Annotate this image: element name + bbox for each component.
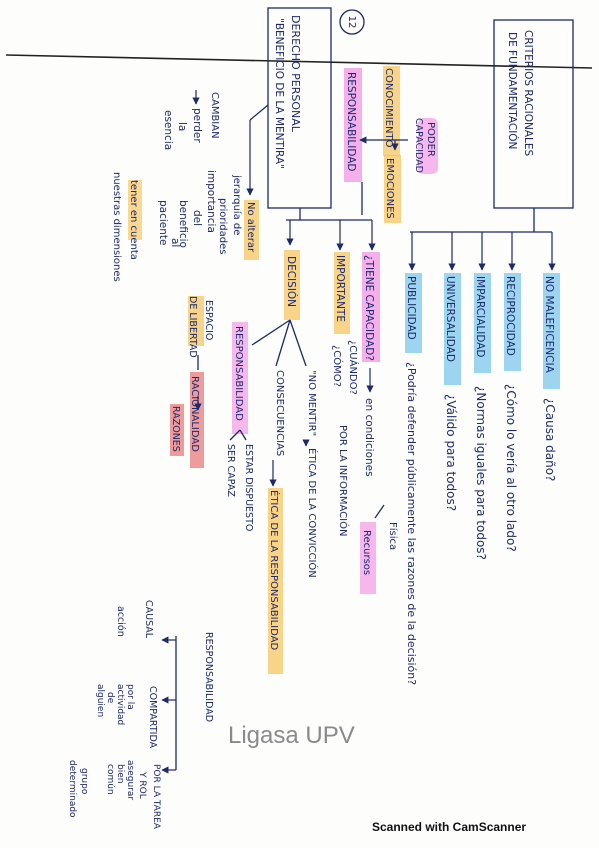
criterion-imparcialidad: IMPARCIALIDAD ¿Normas iguales para todos… (474, 273, 491, 560)
svg-text:CONSECUENCIAS: CONSECUENCIAS (274, 370, 285, 456)
svg-text:RESPONSABILIDAD: RESPONSABILIDAD (345, 72, 357, 172)
svg-text:nuestras dimensiones: nuestras dimensiones (111, 172, 122, 282)
svg-text:IMPARCIALIDAD: IMPARCIALIDAD (474, 276, 486, 358)
svg-text:DE FUNDAMENTACIÓN: DE FUNDAMENTACIÓN (506, 32, 519, 149)
svg-text:esencia: esencia (162, 110, 174, 150)
svg-text:Recursos: Recursos (361, 530, 372, 575)
svg-text:POR LA INFORMACIÓN: POR LA INFORMACIÓN (337, 425, 350, 536)
svg-text:¿Cómo lo vería al otro lado?: ¿Cómo lo vería al otro lado? (504, 384, 518, 552)
svg-text:alguien: alguien (95, 684, 105, 717)
svg-text:RAZONES: RAZONES (170, 406, 181, 452)
svg-text:¿Causa daño?: ¿Causa daño? (543, 398, 557, 481)
svg-text:beneficio: beneficio (177, 200, 189, 248)
svg-text:por la: por la (125, 684, 135, 710)
svg-text:"NO MENTIR": "NO MENTIR" (306, 370, 317, 436)
responsabilidad-tree: RESPONSABILIDAD CAUSAL acción COMPARTIDA… (67, 600, 214, 830)
svg-text:CAUSAL: CAUSAL (143, 600, 154, 639)
svg-text:¿Podría defender públicamente: ¿Podría defender públicamente las razone… (405, 362, 418, 685)
svg-text:grupo: grupo (79, 768, 89, 795)
svg-text:RESPONSABILIDAD: RESPONSABILIDAD (233, 326, 244, 421)
criteria-box: CRITERIOS RACIONALES DE FUNDAMENTACIÓN (493, 19, 574, 209)
svg-text:común: común (105, 764, 115, 795)
svg-text:PODER: PODER (425, 122, 436, 157)
svg-text:PUBLICIDAD: PUBLICIDAD (405, 276, 417, 340)
svg-text:IMPORTANTE: IMPORTANTE (334, 255, 346, 322)
svg-text:RECIPROCIDAD: RECIPROCIDAD (504, 276, 516, 356)
left-branch: No alterar jerarquía de prioridades perd… (111, 92, 259, 282)
svg-text:DERECHO PERSONAL: DERECHO PERSONAL (289, 15, 302, 133)
svg-text:¿Válido para todos?: ¿Válido para todos? (444, 394, 458, 511)
svg-text:asegurar: asegurar (125, 760, 135, 800)
svg-text:Física: Física (387, 522, 399, 550)
svg-text:¿CUÁNDO?: ¿CUÁNDO? (347, 340, 360, 395)
svg-text:de: de (105, 692, 115, 704)
svg-text:acción: acción (115, 606, 126, 637)
svg-text:ESPACIO: ESPACIO (203, 300, 214, 340)
criterion-publicidad: PUBLICIDAD ¿Podría defender públicamente… (405, 273, 422, 685)
scanner-note: Scanned with CamScanner (372, 820, 527, 834)
svg-text:bien: bien (115, 764, 125, 783)
svg-text:importancia: importancia (205, 170, 217, 233)
svg-text:EMOCIONES: EMOCIONES (384, 158, 395, 219)
svg-text:COMPARTIDA: COMPARTIDA (147, 686, 158, 749)
svg-text:jerarquía de: jerarquía de (231, 174, 243, 235)
svg-text:CRITERIOS RACIONALES: CRITERIOS RACIONALES (522, 30, 534, 157)
svg-text:¿CÓMO?: ¿CÓMO? (331, 345, 344, 387)
svg-text:RACIONALIDAD: RACIONALIDAD (189, 376, 200, 452)
watermark: Ligasa UPV (228, 722, 355, 749)
svg-text:"BENEFICIO DE LA MENTIRA": "BENEFICIO DE LA MENTIRA" (273, 18, 285, 169)
svg-text:12: 12 (346, 16, 357, 29)
svg-text:DE LIBERTAD: DE LIBERTAD (187, 296, 198, 358)
svg-text:al: al (169, 238, 181, 247)
svg-text:Y ROL: Y ROL (137, 771, 147, 799)
svg-text:NO MALEFICENCIA: NO MALEFICENCIA (543, 276, 555, 374)
svg-text:paciente: paciente (157, 200, 169, 245)
svg-text:ÉTICA DE LA RESPONSABILIDAD: ÉTICA DE LA RESPONSABILIDAD (268, 490, 281, 650)
title-box: DERECHO PERSONAL "BENEFICIO DE LA MENTIR… (267, 7, 332, 209)
criterion-universalidad: UNIVERSALIDAD ¿Válido para todos? (444, 273, 461, 511)
svg-text:del: del (191, 210, 203, 226)
tiene-capacidad: ¿TIENE CAPACIDAD? en condiciones Física … (360, 252, 399, 594)
svg-text:CAPACIDAD: CAPACIDAD (413, 118, 424, 173)
svg-text:No alterar: No alterar (245, 202, 256, 253)
svg-text:¿Normas iguales para todos?: ¿Normas iguales para todos? (474, 386, 488, 560)
criterion-no-maleficencia: NO MALEFICENCIA ¿Causa daño? (543, 273, 560, 481)
svg-text:CONOCIMIENTO: CONOCIMIENTO (383, 68, 394, 148)
svg-text:POR LA TAREA: POR LA TAREA (151, 764, 161, 830)
svg-text:actividad: actividad (115, 684, 125, 725)
svg-text:RESPONSABILIDAD: RESPONSABILIDAD (203, 632, 214, 722)
svg-text:UNIVERSALIDAD: UNIVERSALIDAD (444, 276, 456, 362)
svg-text:determinado: determinado (67, 760, 77, 818)
svg-text:SER CAPAZ: SER CAPAZ (225, 444, 236, 497)
svg-text:ÉTICA DE LA CONVICCIÓN: ÉTICA DE LA CONVICCIÓN (306, 448, 319, 578)
criterion-reciprocidad: RECIPROCIDAD ¿Cómo lo vería al otro lado… (504, 273, 521, 552)
svg-text:DECISIÓN: DECISIÓN (285, 256, 298, 307)
decision: DECISIÓN "NO MENTIR" ÉTICA DE LA CONVICC… (170, 250, 319, 674)
svg-text:en condiciones: en condiciones (363, 398, 375, 477)
svg-text:perder: perder (191, 108, 203, 143)
svg-text:¿TIENE CAPACIDAD?: ¿TIENE CAPACIDAD? (363, 255, 375, 361)
page-number: 12 (339, 9, 365, 35)
importante: IMPORTANTE ¿CUÁNDO? ¿CÓMO? POR LA INFORM… (331, 252, 360, 536)
svg-text:CAMBIAN: CAMBIAN (209, 92, 220, 139)
svg-text:tener en cuenta: tener en cuenta (128, 180, 139, 260)
svg-text:ESTAR DISPUESTO: ESTAR DISPUESTO (243, 444, 254, 531)
svg-text:la: la (176, 122, 188, 131)
power-cluster: PODER CAPACIDAD CONOCIMIENTO EMOCIONES R… (344, 66, 438, 223)
svg-text:prioridades: prioridades (217, 198, 228, 254)
